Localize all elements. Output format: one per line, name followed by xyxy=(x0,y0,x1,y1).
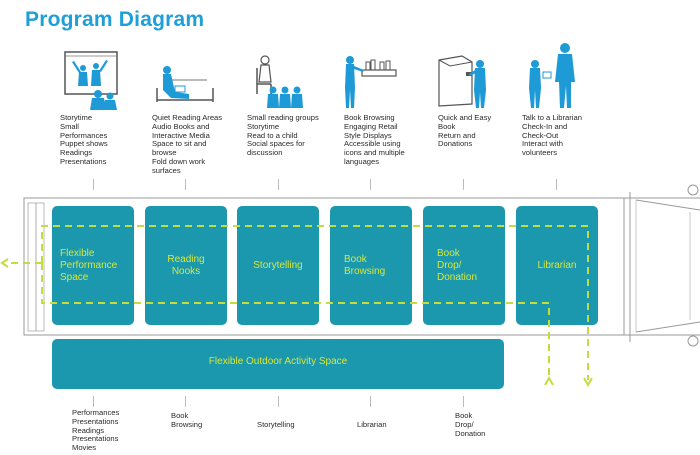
leader-line xyxy=(93,396,94,407)
leader-line xyxy=(93,179,94,190)
top-description-book-drop: Quick and Easy Book Return and Donations xyxy=(438,113,492,149)
room-label: Book Browsing xyxy=(344,253,386,277)
outdoor-activity-space: Flexible Outdoor Activity Space xyxy=(52,339,504,389)
leader-line xyxy=(278,396,279,407)
top-description-reading-nooks: Quiet Reading Areas Audio Books and Inte… xyxy=(152,113,223,175)
room-label: Librarian xyxy=(537,259,577,271)
bottom-description-book-drop: Book Drop/ Donation xyxy=(455,411,486,438)
leader-line xyxy=(185,179,186,190)
bottom-description-librarian: Librarian xyxy=(357,420,387,429)
librarian-icon xyxy=(529,43,575,108)
bottom-description-storytelling: Storytelling xyxy=(257,420,295,429)
top-description-storytelling: Small reading groups Storytime Read to a… xyxy=(247,113,319,158)
top-description-book-browsing: Book Browsing Engaging Retail Style Disp… xyxy=(344,113,405,166)
leader-line xyxy=(463,179,464,190)
room-label: Flexible Performance Space xyxy=(60,247,118,283)
performance-icon xyxy=(64,51,118,110)
top-description-performance: Storytime Small Performances Puppet show… xyxy=(60,113,108,166)
top-description-librarian: Talk to a Librarian Check-In and Check-O… xyxy=(522,113,582,158)
room-label: Reading Nooks xyxy=(167,253,205,277)
leader-line xyxy=(463,396,464,407)
page-title: Program Diagram xyxy=(25,8,205,31)
leader-line xyxy=(370,396,371,407)
bottom-description-book-browsing: Book Browsing xyxy=(171,411,203,429)
outdoor-label: Flexible Outdoor Activity Space xyxy=(208,356,348,367)
leader-line xyxy=(185,396,186,407)
bottom-description-performance: Performances Presentations Readings Pres… xyxy=(72,408,120,453)
room-label: Storytelling xyxy=(253,259,303,271)
leader-line xyxy=(556,179,557,190)
book-drop-icon xyxy=(438,55,486,108)
room-label: Book Drop/ Donation xyxy=(437,247,478,283)
reading-nook-icon xyxy=(156,66,214,102)
storytelling-icon xyxy=(256,55,303,108)
book-browsing-icon xyxy=(345,56,397,108)
leader-line xyxy=(278,179,279,190)
leader-line xyxy=(370,179,371,190)
